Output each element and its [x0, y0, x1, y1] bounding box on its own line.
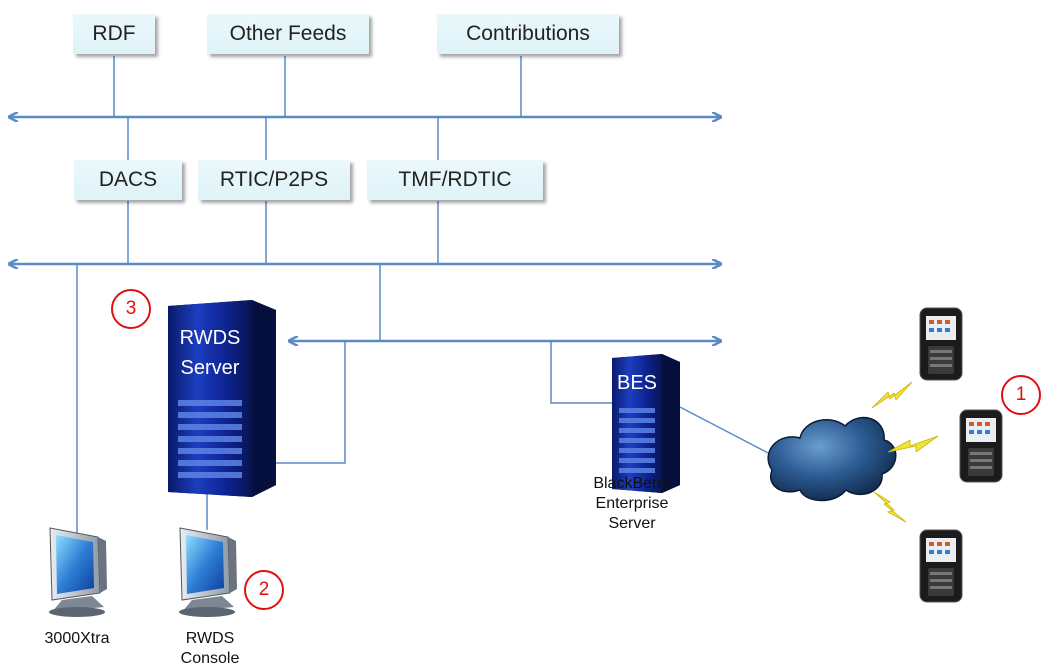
bes-caption-line3: Server	[608, 515, 656, 532]
wireless-cloud-icon	[767, 416, 897, 502]
bes-server-tag: BES	[617, 372, 657, 394]
bes-caption: BlackBerry Enterprise Server	[572, 474, 692, 534]
bes-caption-line1: BlackBerry	[593, 475, 671, 492]
bes-caption-line2: Enterprise	[595, 495, 669, 512]
console-label-line2: Console	[180, 650, 240, 667]
connectors	[76, 56, 773, 545]
service-box-rtic-p2ps: RTIC/P2PS	[198, 160, 350, 200]
feed-box-rdf: RDF	[73, 14, 155, 54]
feed-box-contributions: Contributions	[437, 14, 619, 54]
console-label-line1: RWDS	[185, 630, 235, 647]
rwds-server-line1: RWDS	[180, 327, 241, 349]
blackberry-device-icon	[959, 409, 1003, 483]
rwds-server-line2: Server	[181, 357, 240, 379]
step-badge-3: 3	[111, 289, 151, 329]
step-badge-1: 1	[1001, 375, 1041, 415]
feed-box-other-feeds: Other Feeds	[207, 14, 369, 54]
blackberry-device-icon	[919, 307, 963, 381]
service-box-tmf-rdtic: TMF/RDTIC	[367, 160, 543, 200]
xtra-label: 3000Xtra	[44, 630, 110, 647]
service-box-dacs: DACS	[74, 160, 182, 200]
lightning-icon	[871, 381, 939, 523]
xtra-monitor-icon	[49, 527, 107, 617]
blackberry-device-icon	[919, 529, 963, 603]
bes-server-icon: BES	[612, 354, 680, 493]
console-label: RWDS Console	[160, 629, 260, 669]
step-badge-2: 2	[244, 570, 284, 610]
rwds-server-icon: RWDS Server	[168, 300, 276, 497]
console-monitor-icon	[179, 527, 237, 617]
